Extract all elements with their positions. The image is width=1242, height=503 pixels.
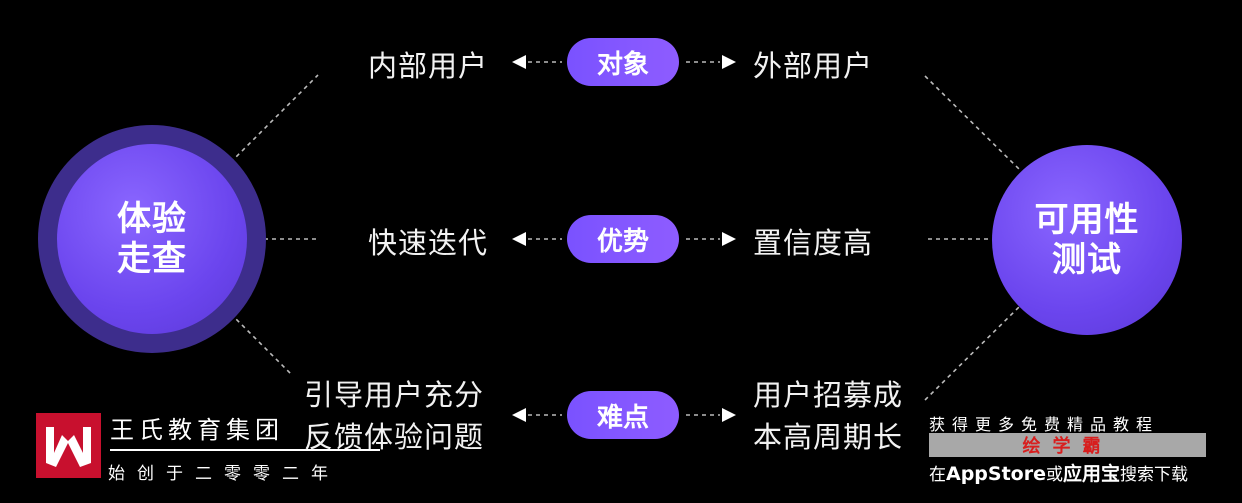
arrow-left-icon: [512, 55, 526, 69]
watermark-promo-text: 获得更多免费精品教程: [929, 415, 1160, 434]
row-3-right-label: 用户招募成 本高周期长: [753, 378, 904, 454]
watermark-store-yingyongbao: 应用宝: [1062, 463, 1120, 485]
row-3-category-pill: 难点: [567, 391, 679, 439]
method-circle-walkthrough: 体验 走查: [38, 125, 266, 353]
method-circle-usability-test: 可用性 测试: [992, 145, 1182, 335]
connector-right-bottom: [924, 305, 1021, 401]
method-circle-walkthrough-inner: 体验 走查: [57, 144, 247, 334]
arrow-left-icon: [512, 232, 526, 246]
watermark-app-name: 绘学霸: [929, 433, 1206, 457]
arrow-right-icon: [722, 408, 736, 422]
brand-logo: [36, 413, 101, 478]
row-3-left-label: 引导用户充分 反馈体验问题: [304, 378, 485, 454]
watermark-or: 或: [1045, 465, 1063, 485]
brand-name: 王氏教育集团: [110, 416, 284, 444]
brand-divider: [110, 449, 380, 451]
arrow-right-icon: [722, 232, 736, 246]
row-1-category-pill: 对象: [567, 38, 679, 86]
connector-right-top: [924, 75, 1021, 171]
watermark-suffix: 搜索下载: [1120, 465, 1188, 485]
row-1-left-label: 内部用户: [368, 49, 489, 83]
watermark-download-text: 在AppStore或应用宝搜索下载: [929, 459, 1188, 486]
watermark-prefix: 在: [929, 465, 946, 485]
method-walkthrough-label: 体验 走查: [117, 199, 187, 279]
row-2-left-label: 快速迭代: [368, 226, 489, 260]
connector-left-top: [224, 74, 319, 169]
brand-logo-icon: [46, 427, 91, 467]
watermark-store-appstore: AppStore: [946, 463, 1046, 485]
method-usability-test-label: 可用性 测试: [1034, 200, 1140, 280]
arrow-left-icon: [512, 408, 526, 422]
row-2-category-pill: 优势: [567, 215, 679, 263]
brand-tagline: 始创于二零零二年: [108, 464, 340, 484]
row-2-right-label: 置信度高: [753, 226, 874, 260]
arrow-right-icon: [722, 55, 736, 69]
row-1-right-label: 外部用户: [753, 49, 874, 83]
connector-left-bottom: [224, 307, 293, 376]
